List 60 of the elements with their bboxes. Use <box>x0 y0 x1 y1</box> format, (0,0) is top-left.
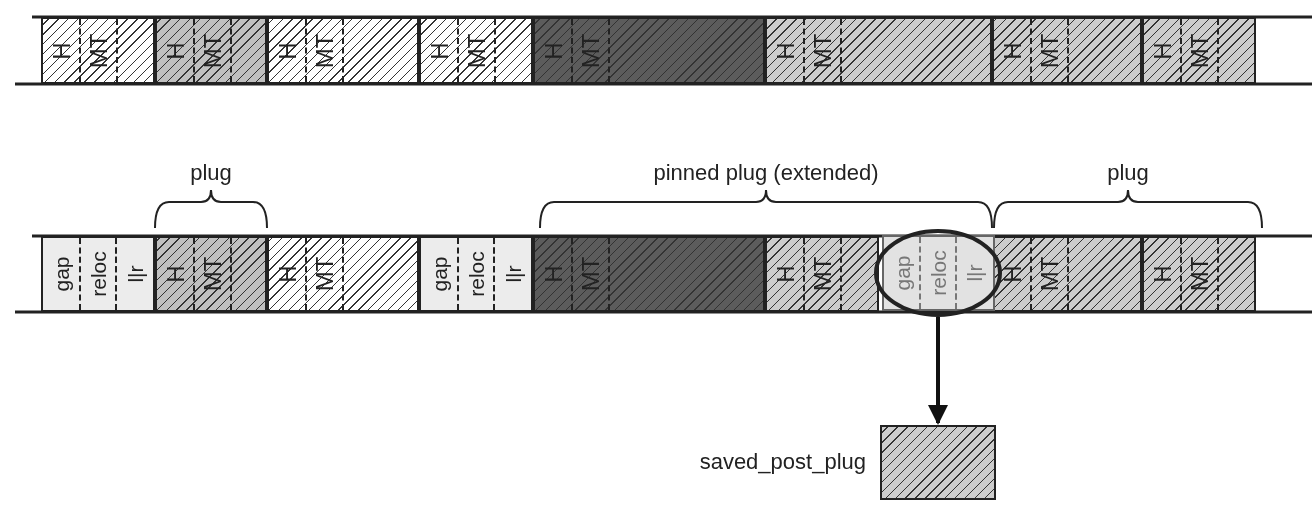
variable-label: saved_post_plug <box>699 449 866 475</box>
object-block <box>267 236 419 312</box>
object-block <box>1142 17 1256 84</box>
object-block <box>765 236 879 312</box>
gap-block <box>881 235 995 311</box>
field-label: MT <box>578 33 603 68</box>
header-label: H <box>275 265 300 283</box>
field-label: MT <box>200 33 225 68</box>
header-label: H <box>49 41 74 60</box>
field-label: MT <box>810 256 835 292</box>
link-label: l|r <box>124 265 146 283</box>
header-label: H <box>1000 41 1025 60</box>
gap-block <box>419 236 533 312</box>
object-block <box>419 17 533 84</box>
bracket-label: pinned plug (extended) <box>653 160 879 186</box>
field-label: MT <box>1187 33 1212 68</box>
gap-label: gap <box>428 256 450 292</box>
header-label: H <box>1150 41 1175 60</box>
header-label: H <box>541 265 566 283</box>
reloc-label: reloc <box>927 250 949 296</box>
object-block <box>992 17 1142 84</box>
reloc-label: reloc <box>87 251 109 297</box>
bracket-label: plug <box>1107 160 1149 186</box>
header-label: H <box>427 41 452 60</box>
object-block <box>992 236 1142 312</box>
header-label: H <box>163 41 188 60</box>
link-label: l|r <box>963 264 985 282</box>
reloc-label: reloc <box>465 251 487 297</box>
object-block <box>41 17 155 84</box>
object-block <box>155 17 267 84</box>
object-block <box>1142 236 1256 312</box>
header-label: H <box>163 265 188 283</box>
header-label: H <box>541 41 566 60</box>
field-label: MT <box>312 256 337 292</box>
object-block <box>533 17 765 84</box>
object-block <box>533 236 765 312</box>
bracket-label: plug <box>190 160 232 186</box>
link-label: l|r <box>502 265 524 283</box>
field-label: MT <box>464 33 489 68</box>
header-label: H <box>773 41 798 60</box>
field-label: MT <box>312 33 337 68</box>
field-label: MT <box>1037 33 1062 68</box>
arrow <box>928 317 948 425</box>
header-label: H <box>773 265 798 283</box>
gap-block <box>41 236 155 312</box>
field-label: MT <box>1187 256 1212 292</box>
field-label: MT <box>1037 256 1062 292</box>
gap-label: gap <box>891 255 913 291</box>
object-block <box>155 236 267 312</box>
object-block <box>765 17 992 84</box>
gap-label: gap <box>50 256 72 292</box>
header-label: H <box>275 41 300 60</box>
object-box <box>880 425 996 500</box>
field-label: MT <box>578 256 603 292</box>
field-label: MT <box>86 33 111 68</box>
field-label: MT <box>810 33 835 68</box>
header-label: H <box>1150 265 1175 283</box>
header-label: H <box>1000 265 1025 283</box>
object-block <box>267 17 419 84</box>
field-label: MT <box>200 256 225 292</box>
